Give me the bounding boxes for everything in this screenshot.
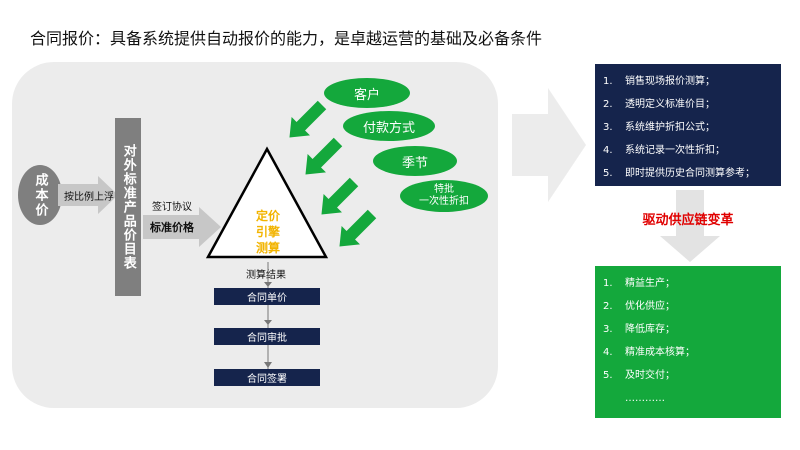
item-number (603, 387, 625, 410)
factor-payment-method: 付款方式 (343, 111, 435, 141)
capability-list: 1. 销售现场报价测算； 2. 透明定义标准价目； 3. 系统维护折扣公式； 4. 系统… (595, 64, 781, 186)
item-text: 及时交付； (625, 370, 675, 381)
step-contract-price: 合同单价 (214, 288, 320, 305)
factor-arrows (289, 100, 377, 247)
pricing-engine-triangle (205, 146, 329, 259)
item-text: 销售现场报价测算； (625, 76, 715, 87)
list-item: 4. 精准成本核算； (603, 341, 773, 364)
factor-arrow-icon (305, 137, 343, 175)
factor-arrow-icon (289, 100, 327, 138)
transition-arrow-icon (512, 88, 586, 202)
page-title: 合同报价：具备系统提供自动报价的能力，是卓越运营的基础及必备条件 (30, 29, 543, 48)
list-item: 5. 及时交付； (603, 364, 773, 387)
factor-special-discount: 特批 一次性折扣 (400, 180, 488, 212)
item-number: 2. (603, 301, 613, 312)
step-contract-signing: 合同签署 (214, 369, 320, 386)
item-number: 4. (603, 145, 613, 156)
drive-arrow-icon (660, 190, 720, 262)
list-item: 2. 透明定义标准价目； (603, 93, 773, 116)
item-number: 3. (603, 324, 613, 335)
factor-arrow-icon (339, 209, 377, 247)
item-text: 精准成本核算； (625, 347, 695, 358)
factor-arrow-icon (321, 177, 359, 215)
item-number: 1. (603, 76, 613, 87)
item-text: 精益生产； (625, 278, 675, 289)
item-number: 5. (603, 370, 613, 381)
agreement-label: 签订协议 (152, 202, 192, 213)
list-item: 2. 优化供应； (603, 295, 773, 318)
item-text: 系统记录一次性折扣； (625, 145, 725, 156)
list-item: 3. 降低库存； (603, 318, 773, 341)
engine-line: 定价 引擎 测算 (255, 209, 280, 256)
item-text: ………… (625, 393, 665, 404)
proportion-label: 按比例上浮 (64, 192, 114, 203)
step-contract-approval: 合同审批 (214, 328, 320, 345)
factor-customer: 客户 (324, 78, 410, 108)
pricing-engine-label: 定价 引擎 测算 (238, 208, 298, 257)
list-item: ………… (603, 387, 773, 410)
list-item: 3. 系统维护折扣公式； (603, 116, 773, 139)
list-item: 1. 销售现场报价测算； (603, 70, 773, 93)
cost-price-circle: 成本价 (18, 165, 62, 225)
list-item: 5. 即时提供历史合同测算参考； (603, 162, 773, 185)
benefit-list: 1. 精益生产； 2. 优化供应； 3. 降低库存； 4. 精准成本核算； 5. 及时交付… (595, 266, 781, 418)
list-item: 4. 系统记录一次性折扣； (603, 139, 773, 162)
item-number: 1. (603, 278, 613, 289)
standard-price-label: 标准价格 (150, 221, 194, 234)
list-item: 1. 精益生产； (603, 272, 773, 295)
drive-supply-chain-label: 驱动供应链变革 (642, 213, 734, 228)
item-number: 2. (603, 99, 613, 110)
item-text: 即时提供历史合同测算参考； (625, 168, 755, 179)
item-text: 透明定义标准价目； (625, 99, 715, 110)
result-connector (264, 262, 272, 370)
item-number: 4. (603, 347, 613, 358)
result-label: 测算结果 (246, 270, 286, 281)
standard-catalog-bar: 对外标准产品价目表 (115, 118, 141, 296)
item-text: 降低库存； (625, 324, 675, 335)
item-number: 3. (603, 122, 613, 133)
standard-price-arrow-icon (143, 207, 221, 247)
item-text: 系统维护折扣公式； (625, 122, 715, 133)
item-text: 优化供应； (625, 301, 675, 312)
factor-season: 季节 (373, 146, 457, 176)
item-number: 5. (603, 168, 613, 179)
markup-arrow-icon (58, 176, 118, 214)
